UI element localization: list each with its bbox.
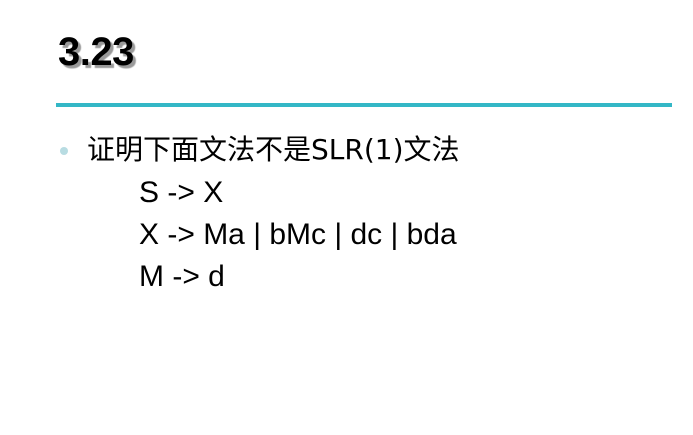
bullet-dot-icon — [60, 147, 68, 155]
grammar-rules: S -> X X -> Ma | bMc | dc | bda M -> d — [139, 172, 457, 298]
bullet-item: 证明下面文法不是SLR(1)文法 — [60, 132, 460, 168]
slide-title: 3.23 — [58, 30, 134, 74]
grammar-rule-m: M -> d — [139, 260, 225, 293]
title-divider — [56, 103, 672, 107]
grammar-rule-x: X -> Ma | bMc | dc | bda — [139, 218, 457, 251]
bullet-text: 证明下面文法不是SLR(1)文法 — [87, 133, 460, 166]
grammar-rule-s: S -> X — [139, 176, 224, 209]
